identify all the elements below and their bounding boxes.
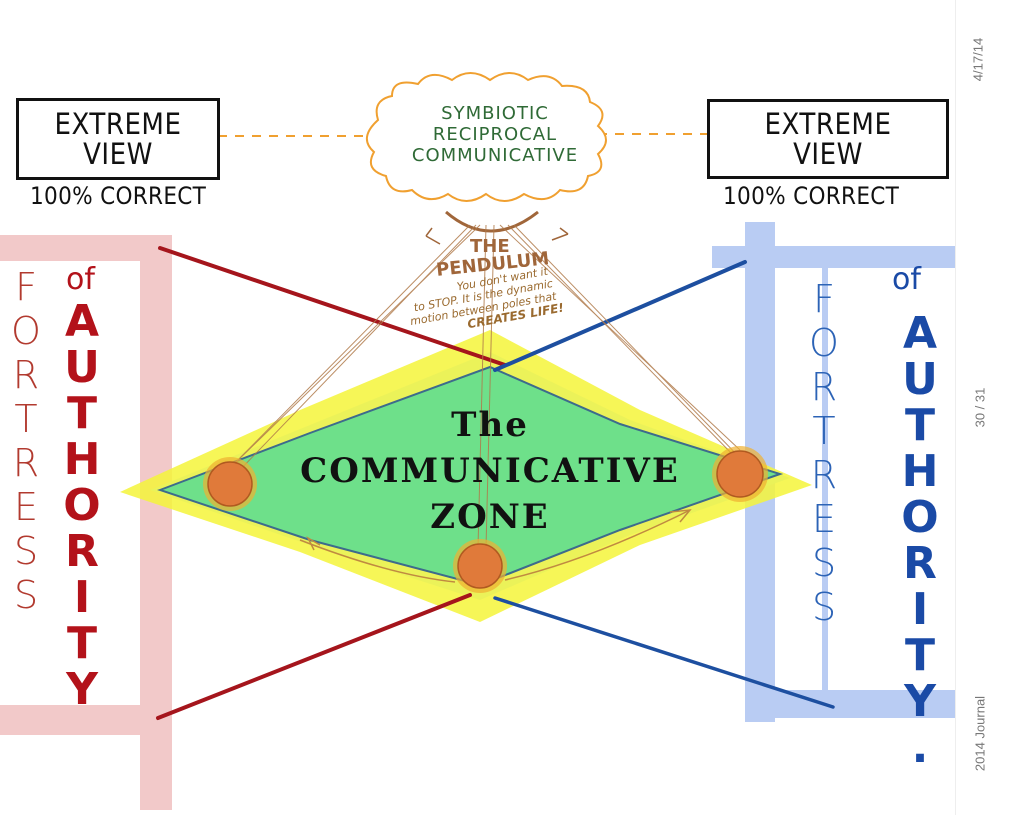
- symbiotic-line3: COMMUNICATIVE: [411, 145, 579, 166]
- right-pillar-edge: [822, 265, 828, 705]
- vertical-letter: I: [73, 572, 91, 623]
- vertical-letter: R: [65, 526, 99, 577]
- vertical-letter: .: [911, 722, 929, 773]
- vertical-letter: E: [13, 485, 38, 529]
- extreme-left-line1: EXTREME: [54, 107, 182, 141]
- pendulum-pivot: [445, 210, 539, 233]
- left-pillar-top: [0, 235, 172, 261]
- vertical-letter: S: [13, 573, 39, 617]
- left-pillar-bottom: [0, 705, 172, 735]
- symbiotic-cloud: [366, 72, 607, 202]
- communicative-zone: [160, 367, 780, 585]
- right-of: of: [892, 262, 921, 297]
- communicative-zone-label: The COMMUNICATIVE ZONE: [280, 402, 700, 540]
- symbiotic-line2: RECIPROCAL: [432, 124, 558, 145]
- pendulum-strings: [227, 224, 745, 549]
- journal-date: 4/17/14: [970, 37, 986, 82]
- left-of: of: [66, 262, 95, 297]
- extreme-right-line1: EXTREME: [764, 107, 892, 141]
- pendulum-title-the: THE: [470, 236, 510, 257]
- vertical-letter: U: [64, 342, 100, 393]
- extreme-left-caption: 100% CORRECT: [30, 182, 207, 210]
- pendulum-arrow-right: [551, 227, 569, 241]
- swing-arrows: [299, 509, 692, 583]
- extreme-right-line2: VIEW: [793, 137, 863, 171]
- left-red-line-top: [158, 246, 507, 367]
- vertical-letter: T: [812, 409, 836, 453]
- vertical-letter: S: [811, 585, 837, 629]
- vertical-letter: Y: [904, 676, 936, 727]
- right-pillar-top: [712, 246, 955, 268]
- vertical-letter: O: [63, 480, 101, 531]
- extreme-view-left: EXTREME VIEW: [16, 98, 220, 180]
- right-blue-line-top: [493, 260, 747, 372]
- vertical-letter: A: [902, 308, 938, 359]
- vertical-letter: T: [66, 618, 97, 669]
- vertical-letter: R: [903, 538, 937, 589]
- vertical-letter: S: [811, 541, 837, 585]
- symbiotic-line1: SYMBIOTIC: [441, 103, 549, 124]
- extreme-right-caption: 100% CORRECT: [723, 182, 900, 210]
- zone-line1: The: [451, 405, 529, 445]
- vertical-letter: R: [12, 441, 40, 485]
- diagram-drawing: [0, 72, 955, 810]
- vertical-letter: O: [901, 492, 939, 543]
- vertical-letter: I: [911, 584, 929, 635]
- vertical-letter: S: [13, 529, 39, 573]
- vertical-letter: F: [813, 277, 835, 321]
- extreme-left-line2: VIEW: [83, 137, 153, 171]
- right-blue-line-bottom: [493, 596, 835, 709]
- left-red-line-bottom: [156, 593, 472, 720]
- page-counter: 30 / 31: [972, 387, 988, 428]
- symbiotic-label: SYMBIOTIC RECIPROCAL COMMUNICATIVE: [400, 103, 590, 166]
- vertical-letter: O: [809, 321, 839, 365]
- vertical-letter: T: [904, 630, 935, 681]
- vertical-letter: T: [904, 400, 935, 451]
- extreme-view-right: EXTREME VIEW: [707, 99, 949, 179]
- journal-page: EXTREME VIEW 100% CORRECT EXTREME VIEW 1…: [0, 72, 955, 810]
- vertical-letter: O: [11, 309, 41, 353]
- vertical-letter: T: [14, 397, 38, 441]
- bob-left: [203, 457, 257, 511]
- vertical-letter: R: [12, 353, 40, 397]
- vertical-letter: A: [64, 296, 100, 347]
- zone-border: [157, 365, 784, 587]
- zone-line2: COMMUNICATIVE: [300, 451, 680, 491]
- vertical-letter: F: [15, 265, 37, 309]
- bob-bottom: [453, 539, 507, 593]
- pendulum-arrow-left: [425, 227, 441, 245]
- vertical-letter: R: [810, 365, 838, 409]
- vertical-letter: E: [811, 497, 836, 541]
- vertical-letter: U: [902, 354, 938, 405]
- journal-title: 2014 Journal: [972, 695, 988, 772]
- zone-line3: ZONE: [430, 497, 550, 537]
- vertical-letter: T: [66, 388, 97, 439]
- vertical-letter: H: [63, 434, 101, 485]
- vertical-letter: Y: [66, 664, 98, 715]
- vertical-letter: R: [810, 453, 838, 497]
- vertical-letter: H: [901, 446, 939, 497]
- bob-right: [712, 446, 768, 502]
- page-margin: 4/17/14 30 / 31 2014 Journal: [955, 0, 1024, 815]
